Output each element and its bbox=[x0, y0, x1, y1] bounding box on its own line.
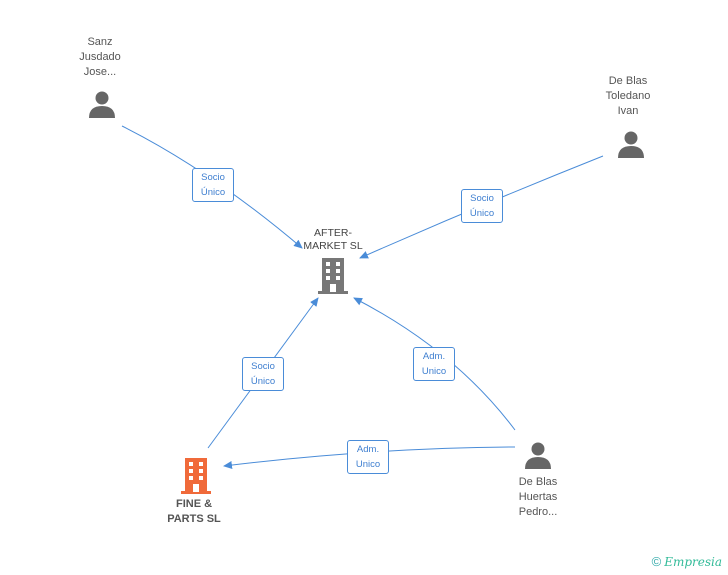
relation-label-huertas-fineparts[interactable]: Adm. Unico bbox=[347, 440, 389, 474]
node-label-line: MARKET SL bbox=[303, 240, 363, 252]
relation-label-line: Adm. bbox=[356, 444, 380, 455]
building-icon[interactable] bbox=[181, 458, 211, 494]
node-label-sanz[interactable]: Sanz Jusdado Jose... bbox=[60, 35, 140, 80]
relation-label-toledano[interactable]: Socio Único bbox=[461, 189, 503, 223]
person-icon[interactable] bbox=[88, 90, 116, 118]
node-label-fineparts[interactable]: FINE & PARTS SL bbox=[154, 497, 234, 527]
brand-watermark[interactable]: © Empresia bbox=[652, 554, 722, 569]
node-label-huertas[interactable]: De Blas Huertas Pedro... bbox=[496, 475, 580, 520]
node-label-line: De Blas bbox=[518, 476, 558, 488]
node-label-line: Jusdado bbox=[79, 51, 121, 63]
relation-label-line: Unico bbox=[421, 366, 447, 377]
node-label-line: Pedro... bbox=[518, 506, 558, 518]
relation-label-huertas-aftermarket[interactable]: Adm. Unico bbox=[413, 347, 455, 381]
relation-label-line: Socio bbox=[251, 361, 275, 372]
person-icon[interactable] bbox=[524, 441, 552, 469]
relation-label-line: Unico bbox=[355, 459, 381, 470]
brand-name: Empresia bbox=[664, 554, 722, 569]
node-label-line: PARTS SL bbox=[167, 513, 221, 525]
person-icon[interactable] bbox=[617, 130, 645, 158]
node-label-line: FINE & bbox=[175, 498, 213, 510]
relation-label-line: Único bbox=[200, 187, 226, 198]
node-label-line: Huertas bbox=[518, 491, 558, 503]
node-label-line: Toledano bbox=[605, 90, 651, 102]
node-label-aftermarket[interactable]: AFTER- MARKET SL bbox=[293, 227, 373, 253]
relation-label-line: Socio bbox=[201, 172, 225, 183]
node-label-toledano[interactable]: De Blas Toledano Ivan bbox=[588, 74, 668, 119]
building-icon[interactable] bbox=[318, 258, 348, 294]
relation-label-line: Único bbox=[469, 208, 495, 219]
relation-label-fineparts[interactable]: Socio Único bbox=[242, 357, 284, 391]
relation-label-line: Único bbox=[250, 376, 276, 387]
node-label-line: Jose... bbox=[83, 66, 117, 78]
node-label-line: De Blas bbox=[608, 75, 648, 87]
relation-label-line: Adm. bbox=[422, 351, 446, 362]
node-label-line: Sanz bbox=[87, 36, 113, 48]
relation-label-line: Socio bbox=[470, 193, 494, 204]
node-label-line: Ivan bbox=[617, 105, 639, 117]
copyright-icon: © bbox=[651, 554, 662, 569]
relation-label-sanz[interactable]: Socio Único bbox=[192, 168, 234, 202]
node-label-line: AFTER- bbox=[314, 227, 352, 239]
